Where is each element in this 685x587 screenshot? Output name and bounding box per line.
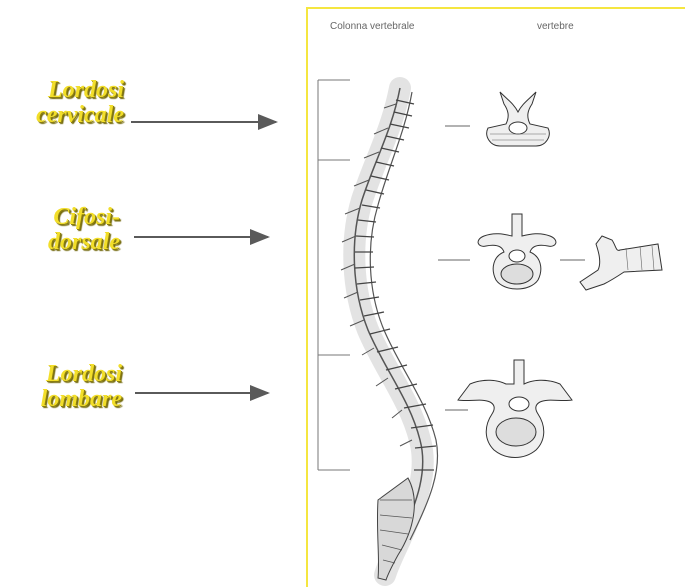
thoracic-vertebra-side-illustration	[580, 236, 662, 290]
vertebral-column	[341, 88, 438, 580]
cervical-vertebra-illustration	[487, 92, 550, 146]
lumbar-vertebra-illustration	[458, 360, 572, 458]
thoracic-vertebra-illustration	[478, 214, 556, 289]
